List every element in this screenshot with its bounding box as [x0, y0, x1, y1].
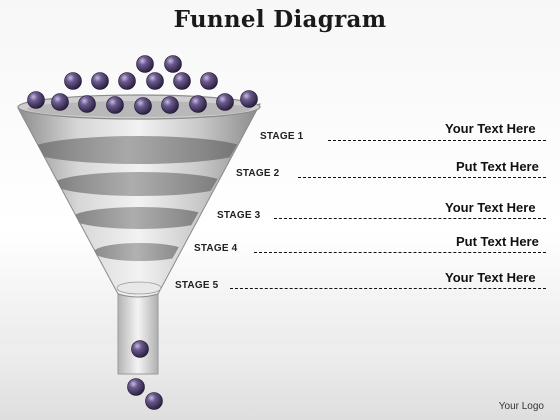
- top-ball: [240, 90, 258, 108]
- diagram-title: Funnel Diagram: [173, 6, 387, 33]
- stage-4-label: STAGE 4: [194, 243, 238, 254]
- falling-ball: [145, 392, 163, 410]
- top-ball: [118, 72, 136, 90]
- stage-band-1: [30, 136, 246, 164]
- stage-2-label: STAGE 2: [236, 168, 280, 179]
- top-ball: [189, 95, 207, 113]
- stage-3-text: Your Text Here: [445, 200, 536, 215]
- top-ball: [164, 55, 182, 73]
- stage-2-leader: [298, 177, 546, 178]
- stage-1-text: Your Text Here: [445, 121, 536, 136]
- top-ball: [106, 96, 124, 114]
- logo-placeholder: Your Logo: [498, 401, 544, 412]
- top-ball: [216, 93, 234, 111]
- top-ball: [51, 93, 69, 111]
- stage-band-5: [116, 281, 162, 295]
- top-ball: [173, 72, 191, 90]
- falling-ball: [127, 378, 145, 396]
- funnel-tube: [117, 291, 159, 375]
- top-ball: [134, 97, 152, 115]
- stage-band-4: [94, 243, 186, 261]
- stage-5-label: STAGE 5: [175, 280, 219, 291]
- stage-band-2: [54, 172, 226, 196]
- balls-top-group: [27, 55, 258, 115]
- top-ball: [146, 72, 164, 90]
- balls-bottom-group: [127, 340, 163, 410]
- stage-4-leader: [254, 252, 546, 253]
- stage-3-leader: [274, 218, 546, 219]
- stage-1-leader: [328, 140, 546, 141]
- top-ball: [64, 72, 82, 90]
- stage-5-leader: [230, 288, 546, 289]
- stage-4-text: Put Text Here: [456, 234, 539, 249]
- stage-1-label: STAGE 1: [260, 131, 304, 142]
- top-ball: [78, 95, 96, 113]
- top-ball: [161, 96, 179, 114]
- top-ball: [27, 91, 45, 109]
- floor-shadow: [0, 345, 560, 420]
- stage-2-text: Put Text Here: [456, 159, 539, 174]
- stage-band-3: [72, 207, 208, 229]
- falling-ball: [131, 340, 149, 358]
- top-ball: [91, 72, 109, 90]
- top-ball: [136, 55, 154, 73]
- top-ball: [200, 72, 218, 90]
- stage-5-text: Your Text Here: [445, 270, 536, 285]
- funnel-cone: [17, 103, 261, 298]
- stage-3-label: STAGE 3: [217, 210, 261, 221]
